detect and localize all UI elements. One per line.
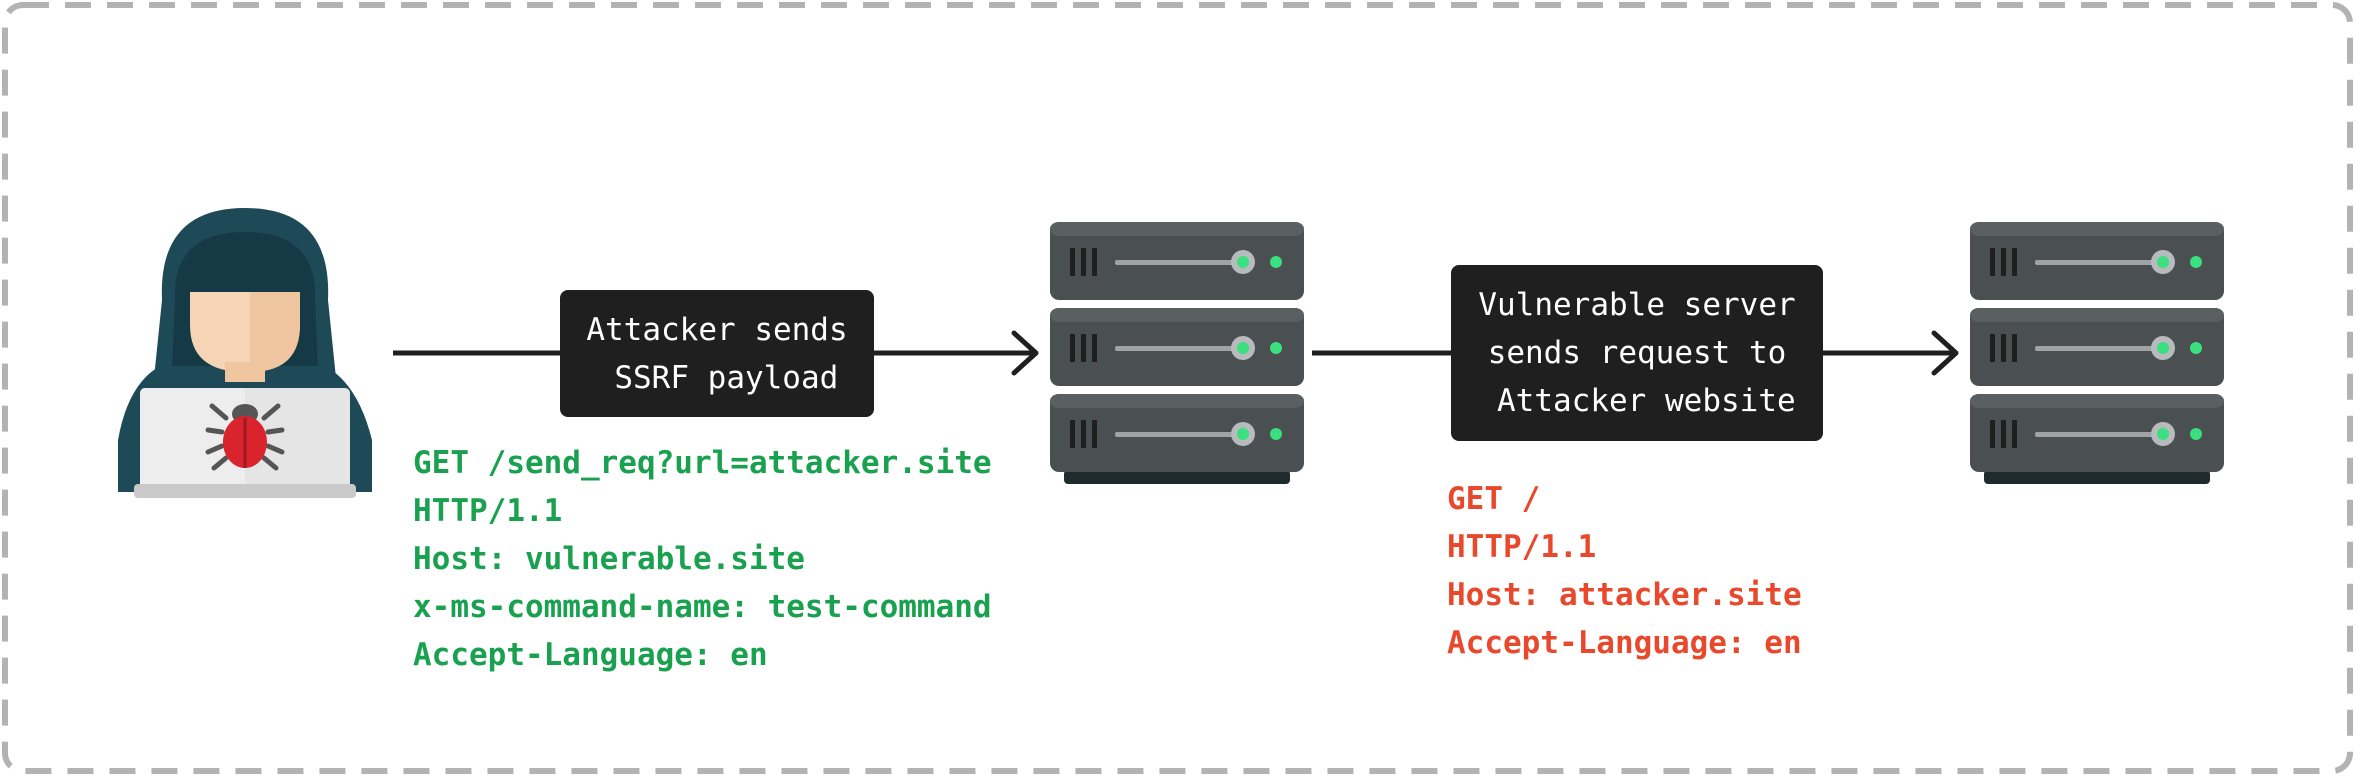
vulnerable-server-icon	[1050, 222, 1304, 484]
attacker-server-icon	[1970, 222, 2224, 484]
request-line: GET /send_req?url=attacker.site	[413, 445, 992, 481]
edge-label-line: sends request to	[1487, 335, 1787, 371]
server-unit	[1970, 308, 2224, 386]
request-line: x-ms-command-name: test-command	[413, 589, 992, 625]
ssrf-request-text: GET /send_req?url=attacker.site HTTP/1.1…	[413, 439, 992, 679]
edge-label-line: Attacker sends	[586, 311, 848, 348]
request-line: Host: vulnerable.site	[413, 541, 805, 577]
request-line: Accept-Language: en	[413, 637, 768, 673]
edge-label-ssrf: Attacker sends SSRF payload	[560, 290, 874, 417]
server-unit	[1970, 222, 2224, 300]
request-line: GET /	[1447, 481, 1541, 517]
edge-label-line: Attacker website	[1478, 383, 1796, 419]
request-line: HTTP/1.1	[413, 493, 563, 529]
forwarded-request-text: GET / HTTP/1.1 Host: attacker.site Accep…	[1447, 475, 1802, 667]
edge-label-line: SSRF payload	[595, 359, 839, 396]
edge-label-server-request: Vulnerable server sends request to Attac…	[1451, 265, 1823, 441]
server-unit	[1050, 222, 1304, 300]
server-unit	[1970, 394, 2224, 472]
request-line: Accept-Language: en	[1447, 625, 1802, 661]
server-unit	[1050, 308, 1304, 386]
hacker-icon	[118, 208, 372, 498]
request-line: Host: attacker.site	[1447, 577, 1802, 613]
server-unit	[1050, 394, 1304, 472]
edge-label-line: Vulnerable server	[1478, 287, 1796, 323]
request-line: HTTP/1.1	[1447, 529, 1597, 565]
